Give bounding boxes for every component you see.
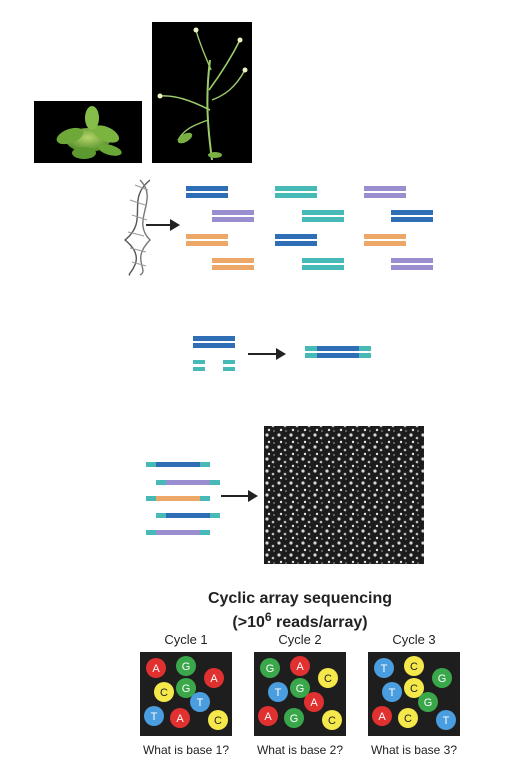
base-letter: C (410, 661, 418, 673)
base-dot (154, 682, 174, 702)
base-dot (322, 710, 342, 730)
amplify-arrow-icon (221, 490, 258, 502)
base-letter: G (182, 661, 191, 673)
base-dot (258, 706, 278, 726)
base-dot (374, 658, 394, 678)
cluster-array-image (264, 426, 424, 564)
base-dot (382, 682, 402, 702)
base-letter: C (410, 683, 418, 695)
base-letter: A (264, 711, 272, 723)
base-letter: G (266, 663, 275, 675)
cycle-label: Cycle 2 (278, 632, 321, 647)
base-dot (372, 706, 392, 726)
base-letter: G (424, 697, 433, 709)
base-dot (260, 658, 280, 678)
base-dot (176, 656, 196, 676)
base-letter: T (381, 663, 388, 675)
cycle-question: What is base 1? (143, 743, 229, 757)
base-letter: A (296, 661, 304, 673)
sequencing-subtitle: (>106 reads/array) (232, 610, 367, 631)
ligated-fragment (305, 346, 371, 358)
base-letter: A (152, 663, 160, 675)
rosette-plant-photo (34, 101, 142, 163)
base-dot (268, 682, 288, 702)
base-dot (170, 708, 190, 728)
library-fragments (146, 462, 220, 535)
cycle-question: What is base 3? (371, 743, 457, 757)
base-dot (398, 708, 418, 728)
fragment-arrow-icon (146, 219, 180, 231)
fragment-and-adapters (193, 336, 235, 371)
base-dot (318, 668, 338, 688)
base-dot (204, 668, 224, 688)
base-dot (144, 706, 164, 726)
base-letter: C (328, 715, 336, 727)
base-letter: C (324, 673, 332, 685)
base-letter: T (443, 715, 450, 727)
base-letter: A (310, 697, 318, 709)
base-letter: T (197, 697, 204, 709)
base-letter: A (176, 713, 184, 725)
base-dot (190, 692, 210, 712)
base-dot (176, 678, 196, 698)
base-letter: G (182, 683, 191, 695)
sequencing-title: Cyclic array sequencing (208, 590, 392, 607)
base-dot (290, 656, 310, 676)
base-letter: T (151, 711, 158, 723)
base-dot (284, 708, 304, 728)
base-letter: T (389, 687, 396, 699)
base-letter: C (214, 715, 222, 727)
flowering-plant-photo (152, 22, 252, 163)
base-dot (404, 656, 424, 676)
ligation-arrow-icon (248, 348, 286, 360)
base-dot (290, 678, 310, 698)
base-letter: G (290, 713, 299, 725)
cycle-label: Cycle 1 (164, 632, 207, 647)
base-letter: C (404, 713, 412, 725)
dna-helix-icon (123, 179, 151, 276)
dna-fragments (186, 186, 433, 270)
base-letter: A (210, 673, 218, 685)
cycle-question: What is base 2? (257, 743, 343, 757)
base-dot (146, 658, 166, 678)
base-dot (432, 668, 452, 688)
base-letter: G (438, 673, 447, 685)
base-dot (418, 692, 438, 712)
base-dot (404, 678, 424, 698)
base-dot (304, 692, 324, 712)
base-letter: A (378, 711, 386, 723)
base-dot (436, 710, 456, 730)
cycle-label: Cycle 3 (392, 632, 435, 647)
base-letter: T (275, 687, 282, 699)
base-dot (208, 710, 228, 730)
base-letter: C (160, 687, 168, 699)
base-letter: G (296, 683, 305, 695)
